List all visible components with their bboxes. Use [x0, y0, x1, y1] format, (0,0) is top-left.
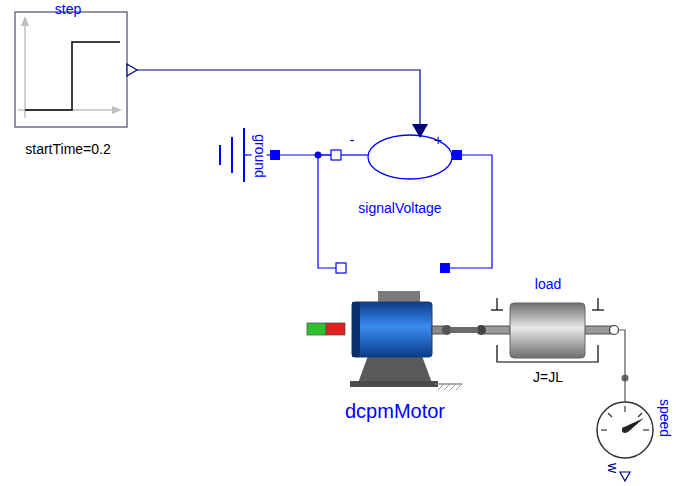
step-icon	[15, 12, 137, 127]
block-name: ground	[251, 132, 266, 180]
block-name: step	[53, 2, 83, 17]
positive-wire	[450, 155, 492, 268]
speed-sensor: speed w	[590, 388, 676, 484]
flange-link	[618, 330, 625, 388]
ground-symbol: ground	[205, 118, 280, 194]
inertia-icon	[476, 298, 619, 362]
block-name: load	[533, 277, 563, 292]
shaft	[450, 327, 478, 333]
parameter-text: J=JL	[531, 370, 565, 385]
block-name: signalVoltage	[356, 201, 443, 216]
parameter-text: startTime=0.2	[23, 142, 112, 157]
pin-sign: -	[348, 133, 357, 148]
pin-sign: +	[432, 133, 444, 148]
speed-sensor-icon	[597, 375, 653, 482]
signal-wire	[137, 70, 420, 124]
block-name: speed	[656, 397, 671, 439]
step-block: step startTime=0.2	[10, 0, 137, 165]
dc-motor: dcpmMotor	[336, 258, 450, 426]
ground-icon	[220, 128, 270, 182]
parameter-text: w	[604, 461, 619, 475]
block-name: dcpmMotor	[343, 400, 447, 422]
negative-wire	[318, 155, 336, 268]
inertia-load: loadJ=JL	[478, 272, 618, 392]
pin	[270, 150, 280, 160]
motor-icon	[307, 263, 462, 390]
